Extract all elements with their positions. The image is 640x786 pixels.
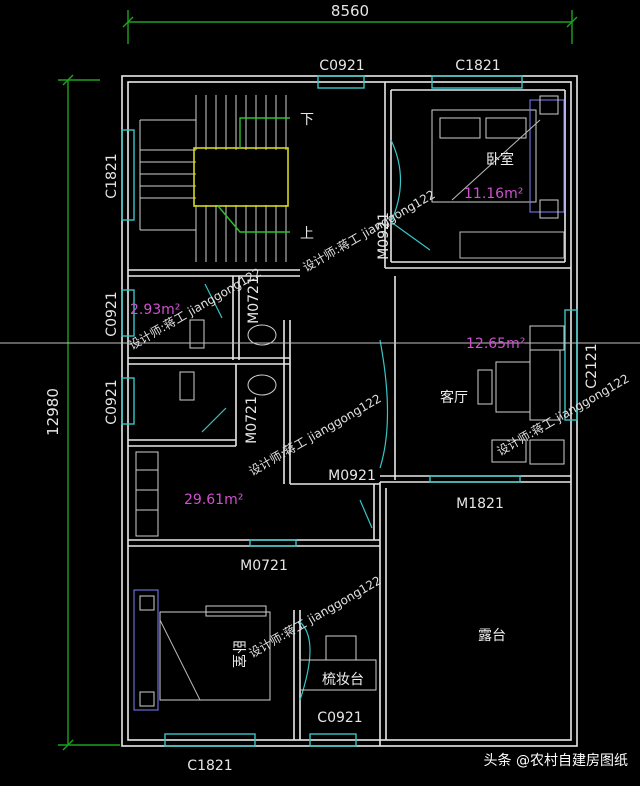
window-label: C0921 — [104, 379, 120, 424]
room-label: 客厅 — [440, 389, 468, 406]
windows — [121, 75, 578, 747]
staircase — [139, 95, 287, 262]
room-label: 卧室 — [230, 640, 247, 668]
window-label: C1821 — [187, 758, 232, 774]
door-label: M1821 — [456, 496, 504, 512]
width-dimension: 8560 — [331, 2, 369, 20]
door-label: M0721 — [240, 558, 288, 574]
door-label: M0921 — [328, 468, 376, 484]
window-label: C0921 — [319, 58, 364, 74]
window-label: C0921 — [317, 710, 362, 726]
stair-well — [193, 147, 289, 207]
watermark: 设计师:蒋工 jianggong122 — [247, 573, 384, 660]
dimension-lines — [58, 10, 578, 751]
area-label: 12.65m² — [466, 336, 525, 352]
watermark: 设计师:蒋工 jianggong122 — [495, 371, 632, 458]
area-label: 11.16m² — [464, 186, 523, 202]
room-label: 卧室 — [486, 151, 514, 168]
window-label: C2121 — [584, 343, 600, 388]
door-swings — [201, 139, 431, 701]
bed-bottom — [133, 589, 377, 711]
room-label: 梳妆台 — [322, 672, 364, 688]
closet — [135, 451, 159, 537]
door-label: M0921 — [376, 212, 392, 260]
sofa-set — [477, 325, 565, 465]
window-label: C1821 — [104, 153, 120, 198]
window-label: C1821 — [455, 58, 500, 74]
bath-fixtures — [179, 319, 277, 401]
stair-up-label: 上 — [300, 226, 314, 242]
room-label: 露台 — [478, 628, 506, 644]
area-label: 2.93m² — [130, 302, 180, 318]
watermark: 设计师:蒋工 jianggong122 — [247, 391, 384, 478]
stair-down-label: 下 — [300, 112, 314, 128]
stair-arrows — [217, 117, 290, 233]
door-label: M0721 — [244, 396, 260, 444]
height-dimension: 12980 — [44, 388, 62, 436]
area-label: 29.61m² — [184, 492, 243, 508]
bed-top — [431, 95, 565, 259]
window-label: C0921 — [104, 291, 120, 336]
brand-watermark: 头条 @农村自建房图纸 — [483, 753, 628, 769]
door-label: M0721 — [246, 276, 262, 324]
